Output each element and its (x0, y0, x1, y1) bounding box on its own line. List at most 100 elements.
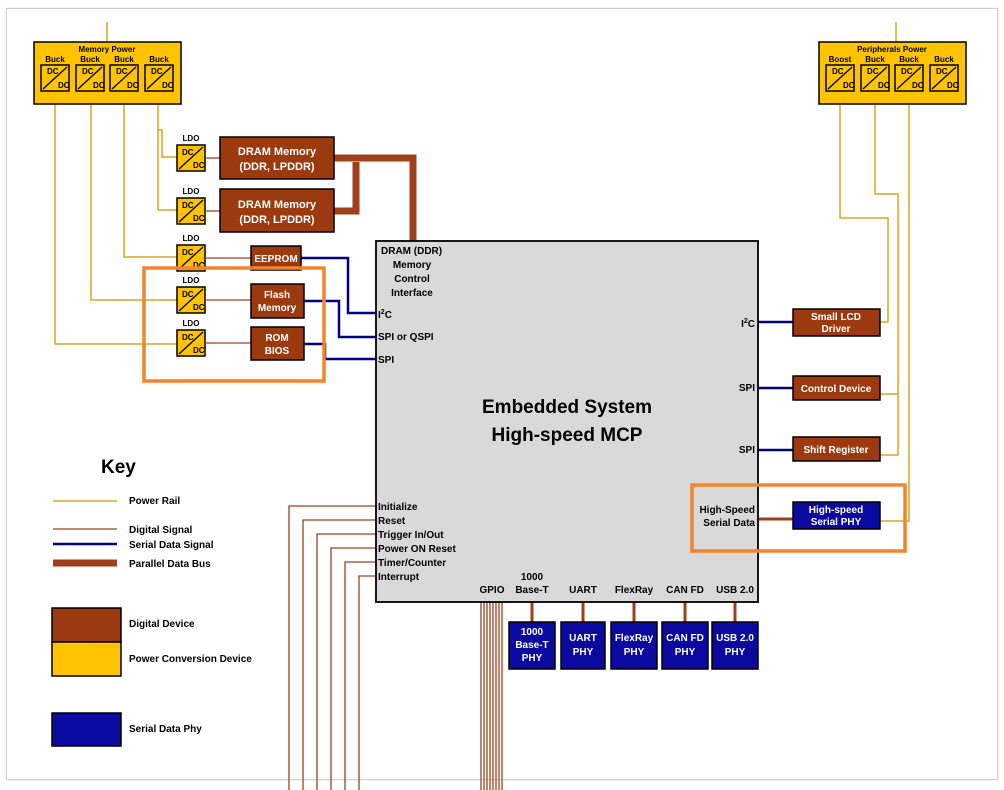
svg-text:DRAM Memory: DRAM Memory (238, 146, 317, 158)
flash-memory: Flash Memory (250, 283, 305, 319)
svg-text:Shift Register: Shift Register (803, 445, 868, 456)
svg-text:EEPROM: EEPROM (254, 254, 297, 265)
high-speed-serial-phy: High-speed Serial PHY (792, 501, 881, 530)
signal-interrupt: Interrupt (378, 572, 420, 583)
base-t-phy: 1000 Base-T PHY (508, 621, 556, 670)
flexray-phy: FlexRay PHY (610, 621, 658, 670)
svg-text:UART: UART (569, 633, 597, 644)
legend-digital-signal: Digital Signal (129, 525, 193, 536)
parallel-bus (334, 154, 417, 242)
svg-text:CAN FD: CAN FD (666, 633, 704, 644)
digital-signals (288, 505, 503, 790)
svg-text:DC: DC (193, 161, 205, 170)
ldo-3: LDO DC DC (176, 234, 206, 272)
dram-interface-label-2: Memory (393, 260, 432, 271)
right-i2c-port: I2C (741, 318, 755, 330)
svg-text:Serial PHY: Serial PHY (811, 517, 862, 528)
svg-text:DC: DC (182, 248, 194, 257)
hs-serial-port-2: Serial Data (703, 518, 755, 529)
svg-text:DC: DC (162, 81, 174, 90)
svg-text:LDO: LDO (183, 234, 200, 243)
svg-text:High-speed: High-speed (809, 505, 863, 516)
ldo-1: LDO DC DC (176, 134, 206, 172)
shift-register: Shift Register (792, 436, 881, 462)
svg-text:FlexRay: FlexRay (615, 633, 654, 644)
legend-serial-phy-swatch (51, 712, 122, 747)
svg-text:LDO: LDO (183, 319, 200, 328)
right-spi-port-2: SPI (739, 445, 755, 456)
hs-serial-port-1: High-Speed (699, 505, 755, 516)
peripherals-power-block: Peripherals Power Boost Buck Buck Buck D… (818, 41, 967, 105)
rom-bios: ROM BIOS (250, 326, 305, 361)
svg-text:DC: DC (193, 346, 205, 355)
svg-text:(DDR, LPDDR): (DDR, LPDDR) (239, 161, 314, 173)
svg-text:LDO: LDO (183, 134, 200, 143)
svg-text:Base-T: Base-T (515, 640, 548, 651)
svg-text:Control Device: Control Device (801, 384, 872, 395)
svg-text:PHY: PHY (675, 647, 696, 658)
highlight-box-hs-serial (690, 483, 907, 553)
svg-text:DC: DC (878, 81, 890, 90)
svg-text:DC: DC (47, 67, 59, 76)
svg-text:Memory: Memory (258, 303, 297, 314)
mcp-block: DRAM (DDR) Memory Control Interface I2C … (375, 240, 759, 603)
svg-text:DC: DC (116, 67, 128, 76)
svg-text:ROM: ROM (265, 333, 288, 344)
svg-text:PHY: PHY (573, 647, 594, 658)
legend-serial-signal: Serial Data Signal (129, 540, 214, 551)
control-device: Control Device (792, 375, 881, 401)
legend-power-rail: Power Rail (129, 496, 180, 507)
mcp-title-1: Embedded System (482, 397, 652, 418)
peripherals-power-type-4: Buck (934, 55, 954, 64)
svg-text:DC: DC (843, 81, 855, 90)
svg-text:DC: DC (151, 67, 163, 76)
memory-power-type-2: Buck (80, 55, 100, 64)
svg-text:LDO: LDO (183, 276, 200, 285)
svg-text:Small LCD: Small LCD (811, 312, 861, 323)
eeprom: EEPROM (250, 245, 302, 271)
base-t-port-2: Base-T (515, 585, 548, 596)
svg-text:DC: DC (193, 261, 205, 270)
signal-trigger: Trigger In/Out (378, 530, 444, 541)
svg-text:BIOS: BIOS (265, 346, 290, 357)
svg-text:DC: DC (82, 67, 94, 76)
signal-power-on-reset: Power ON Reset (378, 544, 456, 555)
signal-timer-counter: Timer/Counter (378, 558, 446, 569)
svg-text:DC: DC (901, 67, 913, 76)
usb-phy: USB 2.0 PHY (711, 621, 759, 670)
memory-power-type-1: Buck (45, 55, 65, 64)
svg-text:DC: DC (182, 148, 194, 157)
legend-digital-device-swatch (51, 607, 122, 643)
svg-text:DC: DC (947, 81, 959, 90)
canfd-port: CAN FD (666, 585, 704, 596)
mcp-title-2: High-speed MCP (492, 425, 643, 446)
highlight-box-memory (142, 266, 326, 383)
svg-text:DC: DC (936, 67, 948, 76)
svg-text:DC: DC (93, 81, 105, 90)
svg-text:(DDR, LPDDR): (DDR, LPDDR) (239, 214, 314, 226)
ldo-device-links (205, 157, 251, 344)
flexray-port: FlexRay (615, 585, 654, 596)
memory-power-type-4: Buck (149, 55, 169, 64)
svg-text:DC: DC (182, 201, 194, 210)
memory-power-type-3: Buck (114, 55, 134, 64)
power-rails (54, 22, 910, 522)
signal-reset: Reset (378, 516, 406, 527)
dram-interface-label-4: Interface (391, 288, 433, 299)
canfd-phy: CAN FD PHY (661, 621, 709, 670)
legend-power-device-swatch (51, 641, 122, 677)
left-i2c-port: I2C (378, 309, 392, 321)
svg-text:USB 2.0: USB 2.0 (716, 633, 754, 644)
gpio-port: GPIO (479, 585, 504, 596)
peripherals-power-type-2: Buck (865, 55, 885, 64)
svg-text:DC: DC (912, 81, 924, 90)
phy-connections (530, 517, 793, 622)
svg-text:1000: 1000 (521, 627, 544, 638)
